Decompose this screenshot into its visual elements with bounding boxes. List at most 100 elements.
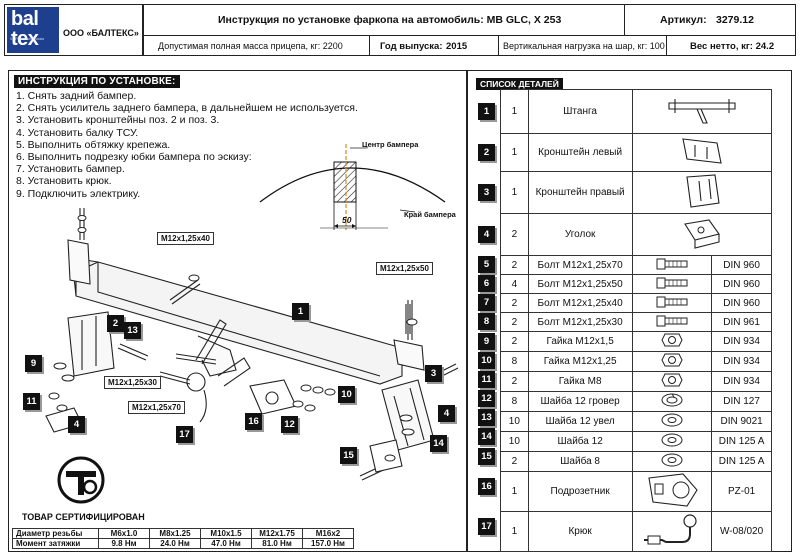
part-number-badge: 2 bbox=[478, 143, 495, 161]
article-label: Артикул: bbox=[660, 14, 707, 26]
washer-icon bbox=[631, 431, 713, 452]
part-number-badge: 3 bbox=[478, 183, 495, 201]
torque-m10: 47.0 Нм bbox=[200, 538, 252, 549]
part-name: Шайба 12 увел bbox=[527, 411, 633, 432]
part-quantity: 1 bbox=[500, 511, 529, 552]
callout-17: 17 bbox=[176, 426, 193, 443]
part-number-badge: 8 bbox=[478, 313, 495, 330]
thread-m10: M10x1.5 bbox=[200, 528, 252, 539]
callout-14: 14 bbox=[430, 435, 447, 452]
sketch-center-label: Центр бампера bbox=[362, 140, 419, 149]
nut-icon bbox=[631, 331, 713, 352]
assembly-drawing bbox=[45, 208, 459, 481]
torque-m6: 9.8 Нм bbox=[98, 538, 150, 549]
certification-mark-icon bbox=[57, 456, 105, 504]
spring-washer-icon bbox=[631, 391, 713, 412]
part-name: Штанга bbox=[527, 89, 633, 134]
bolt-label-m12x50: M12x1,25x50 bbox=[376, 262, 433, 275]
sketch-edge-label: Край бампера bbox=[404, 210, 456, 219]
part-name: Гайка M12x1,25 bbox=[527, 351, 633, 372]
logo-tagline: St. Petersburg Russia bbox=[10, 37, 45, 41]
logo-line-1: bal bbox=[11, 8, 39, 30]
bracket-right-icon bbox=[631, 171, 773, 214]
part-standard: DIN 960 bbox=[711, 274, 772, 294]
bumper-cut-sketch bbox=[259, 144, 446, 230]
part-number-badge: 16 bbox=[478, 477, 495, 495]
torque-row1-label: Диаметр резьбы bbox=[12, 528, 99, 539]
part-standard: DIN 934 bbox=[711, 371, 772, 392]
part-name: Болт M12x1,25x70 bbox=[527, 255, 633, 275]
callout-2: 2 bbox=[107, 315, 124, 332]
step-1: 1. Снять задний бампер. bbox=[16, 90, 137, 102]
torque-m12: 81.0 Нм bbox=[251, 538, 303, 549]
company-name: ООО «БАЛТЕКС» bbox=[63, 28, 139, 38]
part-quantity: 8 bbox=[500, 351, 529, 372]
year-value: 2015 bbox=[446, 41, 468, 52]
part-number-badge: 17 bbox=[478, 517, 495, 535]
frame-divider bbox=[466, 70, 468, 552]
content-frame bbox=[8, 70, 792, 552]
part-quantity: 2 bbox=[500, 255, 529, 275]
washer-icon bbox=[631, 451, 713, 472]
part-name: Шайба 12 гровер bbox=[527, 391, 633, 412]
bolt-icon bbox=[631, 312, 713, 332]
part-quantity: 1 bbox=[500, 171, 529, 214]
bolt-label-m12x30: M12x1,25x30 bbox=[104, 376, 161, 389]
part-number-badge: 6 bbox=[478, 275, 495, 292]
step-5: 5. Выполнить обтяжку крепежа. bbox=[16, 138, 171, 151]
callout-11: 11 bbox=[23, 393, 40, 410]
vertical-load: Вертикальная нагрузка на шар, кг: 100 bbox=[503, 41, 665, 51]
certification-caption: ТОВАР СЕРТИФИЦИРОВАН bbox=[22, 512, 145, 522]
instructions-title: ИНСТРУКЦИЯ ПО УСТАНОВКЕ: bbox=[14, 75, 180, 88]
year-label: Год выпуска: bbox=[380, 41, 443, 52]
bolt-label-m12x40: M12x1,25x40 bbox=[157, 232, 214, 245]
callout-15: 15 bbox=[340, 447, 357, 464]
torque-row-threads: Диаметр резьбы M6x1.0 M8x1.25 M10x1.5 M1… bbox=[12, 528, 354, 539]
washer-icon bbox=[631, 411, 713, 432]
net-weight: Вес нетто, кг: 24.2 bbox=[690, 41, 775, 52]
document-title: Инструкция по установке фаркопа на автом… bbox=[218, 14, 562, 26]
part-name: Шайба 12 bbox=[527, 431, 633, 452]
bolt-icon bbox=[631, 293, 713, 313]
nut-icon bbox=[631, 371, 713, 392]
baltex-logo: bal tex St. Petersburg Russia bbox=[7, 7, 59, 53]
bolt-icon bbox=[631, 274, 713, 294]
parts-list-title: СПИСОК ДЕТАЛЕЙ bbox=[476, 78, 563, 90]
part-name: Уголок bbox=[527, 213, 633, 256]
part-quantity: 2 bbox=[500, 293, 529, 313]
part-quantity: 2 bbox=[500, 213, 529, 256]
socket-plate-icon bbox=[631, 471, 713, 512]
thread-m12: M12x1.75 bbox=[251, 528, 303, 539]
part-quantity: 10 bbox=[500, 411, 529, 432]
part-quantity: 2 bbox=[500, 312, 529, 332]
step-7: 7. Установить бампер. bbox=[16, 163, 125, 176]
part-standard: DIN 9021 bbox=[711, 411, 772, 432]
part-quantity: 1 bbox=[500, 89, 529, 134]
step-9: 9. Подключить электрику. bbox=[16, 187, 141, 200]
callout-4-left: 4 bbox=[68, 416, 85, 433]
instruction-steps: 1. Снять задний бампер. 2. Снять усилите… bbox=[16, 90, 358, 200]
part-number-badge: 4 bbox=[478, 225, 495, 243]
part-number-badge: 10 bbox=[478, 352, 495, 369]
part-name: Подрозетник bbox=[527, 471, 633, 512]
part-standard: DIN 127 bbox=[711, 391, 772, 412]
part-standard: DIN 960 bbox=[711, 255, 772, 275]
sketch-dimension: 50 bbox=[342, 215, 352, 225]
part-name: Кронштейн правый bbox=[527, 171, 633, 214]
part-number-badge: 12 bbox=[478, 390, 495, 407]
document-header: bal tex St. Petersburg Russia ООО «БАЛТЕ… bbox=[4, 4, 796, 56]
part-name: Кронштейн левый bbox=[527, 133, 633, 172]
torque-row2-label: Момент затяжки bbox=[12, 538, 99, 549]
